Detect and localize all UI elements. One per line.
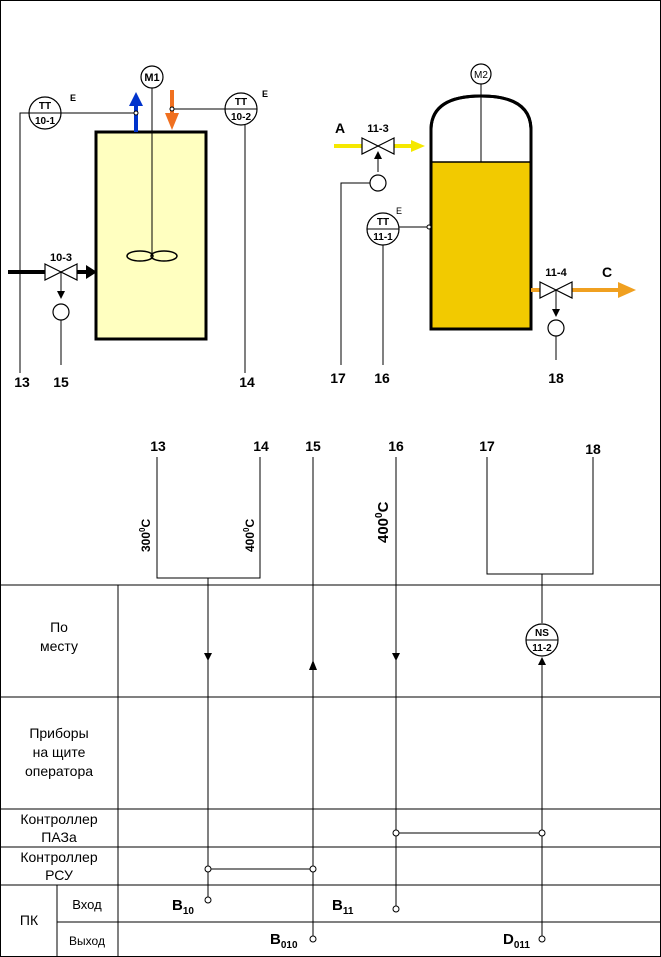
signal-b11: B11 bbox=[332, 897, 354, 917]
row-local-label-1: По bbox=[50, 619, 68, 635]
row-pc-output-label: Выход bbox=[69, 934, 105, 948]
signal-b10: B10 bbox=[172, 897, 194, 917]
actuator-10-3 bbox=[52, 303, 70, 321]
tt-11-1-number: 11-1 bbox=[373, 232, 393, 243]
setpoint-14: 4000C bbox=[242, 519, 257, 552]
line-number-18-bottom: 18 bbox=[585, 441, 601, 457]
row-panel-label-1: Приборы bbox=[29, 725, 88, 741]
temperature-transmitter-tt-10-2: TT 10-2 E bbox=[224, 89, 268, 126]
line-number-14-bottom: 14 bbox=[253, 438, 269, 454]
stream-a-label: A bbox=[335, 120, 345, 136]
level-switch-ns-11-2: NS 11-2 bbox=[525, 623, 559, 657]
motor-m2: M2 bbox=[470, 63, 492, 85]
motor-m1: M1 bbox=[140, 65, 164, 89]
valve-11-3: 11-3 bbox=[361, 123, 395, 155]
valve-11-3-label: 11-3 bbox=[367, 123, 388, 135]
terminal-d011 bbox=[538, 935, 546, 943]
actuator-11-3 bbox=[369, 174, 387, 192]
row-pc-input-label: Вход bbox=[72, 897, 102, 912]
inlet-pipe-1 bbox=[8, 265, 97, 279]
setpoint-16: 4000C bbox=[374, 501, 392, 543]
row-rsu-label-1: Контроллер bbox=[20, 849, 97, 865]
inflow-arrow-orange bbox=[165, 90, 179, 130]
row-rsu-label-2: РСУ bbox=[45, 867, 73, 883]
location-table-grid bbox=[0, 584, 661, 957]
valve-11-4: 11-4 bbox=[539, 267, 573, 299]
tt-11-1-signal: E bbox=[396, 206, 402, 216]
line-number-13-bottom: 13 bbox=[150, 438, 166, 454]
setpoint-13: 3000C bbox=[138, 519, 153, 552]
line-number-17-bottom: 17 bbox=[479, 438, 495, 454]
row-paz-label-2: ПАЗа bbox=[41, 829, 77, 845]
signal-13-14-bracket bbox=[156, 457, 261, 579]
tt-10-2-signal: E bbox=[262, 89, 268, 99]
tt-10-1-signal: E bbox=[70, 93, 76, 103]
motor-m2-label: M2 bbox=[474, 70, 488, 81]
signal-17-18-bracket bbox=[486, 457, 594, 575]
valve-10-3: 10-3 bbox=[44, 252, 78, 281]
ns-11-2-number: 11-2 bbox=[532, 643, 552, 654]
row-panel-label-3: оператора bbox=[25, 763, 93, 779]
line-number-15-top: 15 bbox=[53, 374, 69, 390]
tt-10-1-number: 10-1 bbox=[35, 116, 55, 127]
terminal-b11 bbox=[392, 905, 400, 913]
row-paz-label-1: Контроллер bbox=[20, 811, 97, 827]
reactor-vessel-1 bbox=[94, 88, 208, 341]
terminal-b10 bbox=[204, 896, 212, 904]
stream-c-pipe bbox=[531, 282, 636, 298]
temperature-transmitter-tt-10-1: TT 10-1 E bbox=[28, 93, 76, 130]
motor-m1-label: M1 bbox=[144, 72, 159, 84]
storage-vessel-2 bbox=[429, 84, 533, 331]
signal-15-up-arrow bbox=[309, 660, 317, 670]
line-number-15-bottom: 15 bbox=[305, 438, 321, 454]
line-number-14-top: 14 bbox=[239, 374, 255, 390]
row-local-label-2: месту bbox=[40, 638, 78, 654]
line-number-16-bottom: 16 bbox=[388, 438, 404, 454]
agitator-icon bbox=[126, 250, 178, 262]
tt-11-1-code: TT bbox=[377, 217, 389, 228]
line-17 bbox=[340, 182, 370, 365]
stream-c-label: C bbox=[602, 264, 612, 280]
signal-d011: D011 bbox=[503, 931, 530, 951]
line-number-18-top: 18 bbox=[548, 370, 564, 386]
row-pc-label: ПК bbox=[20, 912, 39, 928]
stream-a-pipe bbox=[334, 140, 425, 152]
outflow-arrow-blue bbox=[129, 92, 143, 132]
temperature-transmitter-tt-11-1: TT 11-1 E bbox=[366, 206, 402, 246]
ns-11-2-code: NS bbox=[535, 628, 549, 639]
signal-b010: B010 bbox=[270, 931, 298, 951]
tt-10-2-code: TT bbox=[235, 97, 247, 108]
row-panel-label-2: на щите bbox=[33, 744, 86, 760]
valve-11-4-label: 11-4 bbox=[545, 267, 567, 279]
tt-10-2-number: 10-2 bbox=[231, 112, 251, 123]
line-number-17-top: 17 bbox=[330, 370, 346, 386]
line-number-16-top: 16 bbox=[374, 370, 390, 386]
vessel-1-body bbox=[94, 130, 208, 341]
actuator-11-4 bbox=[547, 319, 565, 337]
terminal-b010 bbox=[309, 935, 317, 943]
line-number-13-top: 13 bbox=[14, 374, 30, 390]
tt-10-1-code: TT bbox=[39, 101, 51, 112]
valve-10-3-label: 10-3 bbox=[50, 252, 72, 264]
tt-10-1-line bbox=[19, 112, 29, 373]
